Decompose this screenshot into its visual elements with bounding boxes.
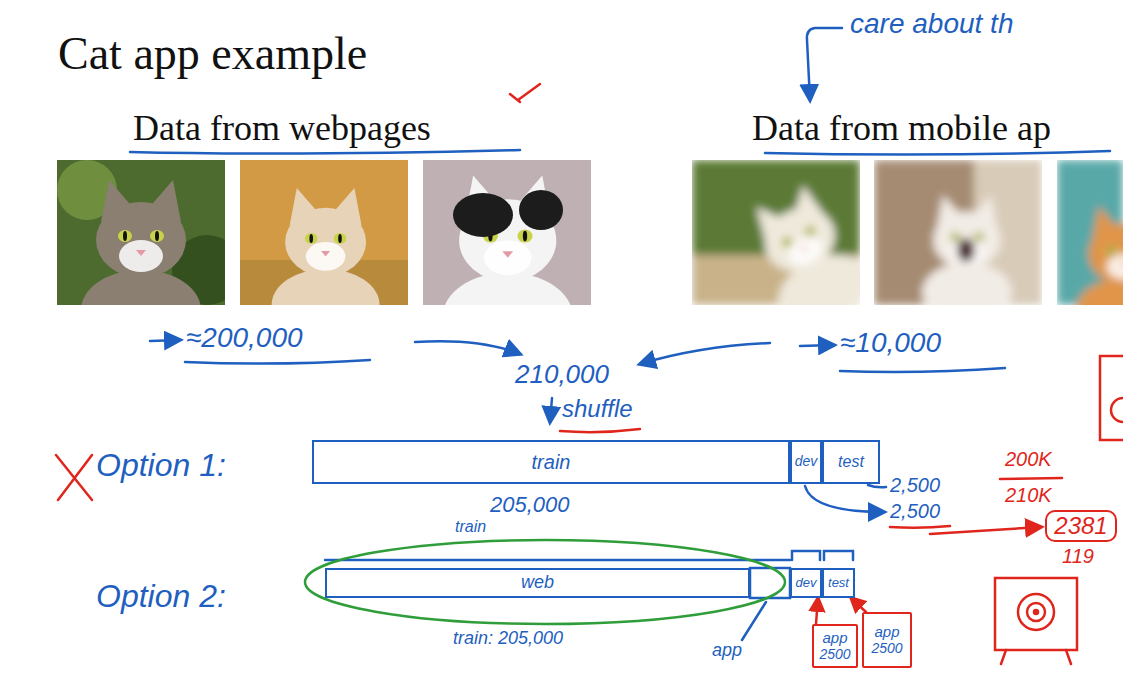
split-segment: web [325, 568, 750, 598]
arrow [550, 398, 552, 422]
blurry-cat-photo [874, 160, 1042, 323]
annotation-label: Data from mobile ap [752, 108, 1051, 149]
annotation-label: Option 1: [96, 447, 226, 484]
split-segment: test [822, 568, 855, 598]
annotation-label: Data from webpages [133, 108, 431, 149]
split-segment: dev [790, 568, 822, 598]
node-text: train [532, 451, 571, 473]
node-text: 2500 [871, 641, 902, 656]
leader-line [868, 485, 886, 487]
annotation-label: shuffle [562, 395, 633, 423]
bracket [792, 551, 853, 560]
train-ellipse [305, 540, 785, 624]
arrow [150, 340, 180, 341]
bar-outline [325, 559, 790, 562]
annotation-label: ≈10,000 [840, 327, 941, 359]
fraction-line [1000, 478, 1062, 479]
arrow [805, 486, 884, 512]
annotation-label: 205,000 [490, 492, 570, 517]
merge-arrow [640, 343, 770, 364]
lens [1018, 594, 1054, 630]
underline [560, 429, 640, 432]
annotation-label: train [455, 518, 486, 536]
mobile-photos [692, 160, 1123, 342]
device-sketch [995, 578, 1077, 650]
arrow [800, 345, 834, 346]
slide-title: Cat app example [58, 28, 367, 81]
underline [840, 368, 1005, 372]
underline [130, 150, 520, 154]
annotation-label: care about th [850, 8, 1013, 40]
split-segment: train [312, 440, 790, 484]
check-mark [510, 84, 540, 102]
arrow [930, 527, 1041, 534]
pointer-arrow [807, 28, 842, 100]
lens [1034, 610, 1038, 614]
blurry-cat-photo [692, 160, 881, 340]
split-segment: test [822, 440, 880, 484]
cat-photo [240, 160, 408, 341]
annotation-label: 2,500 [890, 474, 940, 497]
node-text: dev [796, 576, 817, 590]
cat-photo [423, 160, 591, 359]
annotation-label: 200K [1005, 448, 1052, 471]
annotation-label: 119 [1062, 545, 1094, 568]
underline [765, 151, 1110, 155]
connector-arrow [851, 598, 866, 612]
annotation-label: ≈200,000 [186, 322, 303, 354]
node-text: 2381 [1054, 513, 1107, 539]
annotation-label: app [712, 640, 742, 661]
annotation-label: 210,000 [515, 360, 609, 390]
node-text: web [521, 573, 554, 593]
device-sketch [1100, 356, 1123, 440]
lens [1027, 603, 1045, 621]
blurry-cat-photo [1057, 160, 1123, 342]
reject-mark [56, 455, 92, 500]
split-box: app2500 [812, 624, 858, 668]
node-text: test [828, 576, 849, 590]
connector-arrow [816, 598, 818, 624]
node-text: app [822, 630, 847, 647]
underline [185, 360, 370, 364]
node-text: app [874, 624, 899, 641]
red-annotations [56, 84, 1123, 664]
node-text: 2500 [819, 647, 850, 662]
split-segment: dev [790, 440, 822, 484]
leader-line [742, 602, 766, 640]
annotation-label: 2,500 [890, 500, 940, 523]
node-text: test [838, 453, 864, 471]
underline [890, 526, 950, 528]
annotation-label: train: 205,000 [450, 628, 566, 649]
ratio-box: 2381 [1045, 510, 1117, 542]
merge-arrow [415, 341, 520, 354]
device-legs [1001, 650, 1071, 664]
annotation-label: 210K [1005, 484, 1052, 507]
web-photos [57, 160, 591, 359]
cat-photo [57, 160, 242, 350]
node-text: dev [795, 454, 818, 469]
split-box: app2500 [862, 612, 912, 668]
annotation-label: Option 2: [96, 578, 226, 615]
blue-annotations [130, 28, 1110, 640]
